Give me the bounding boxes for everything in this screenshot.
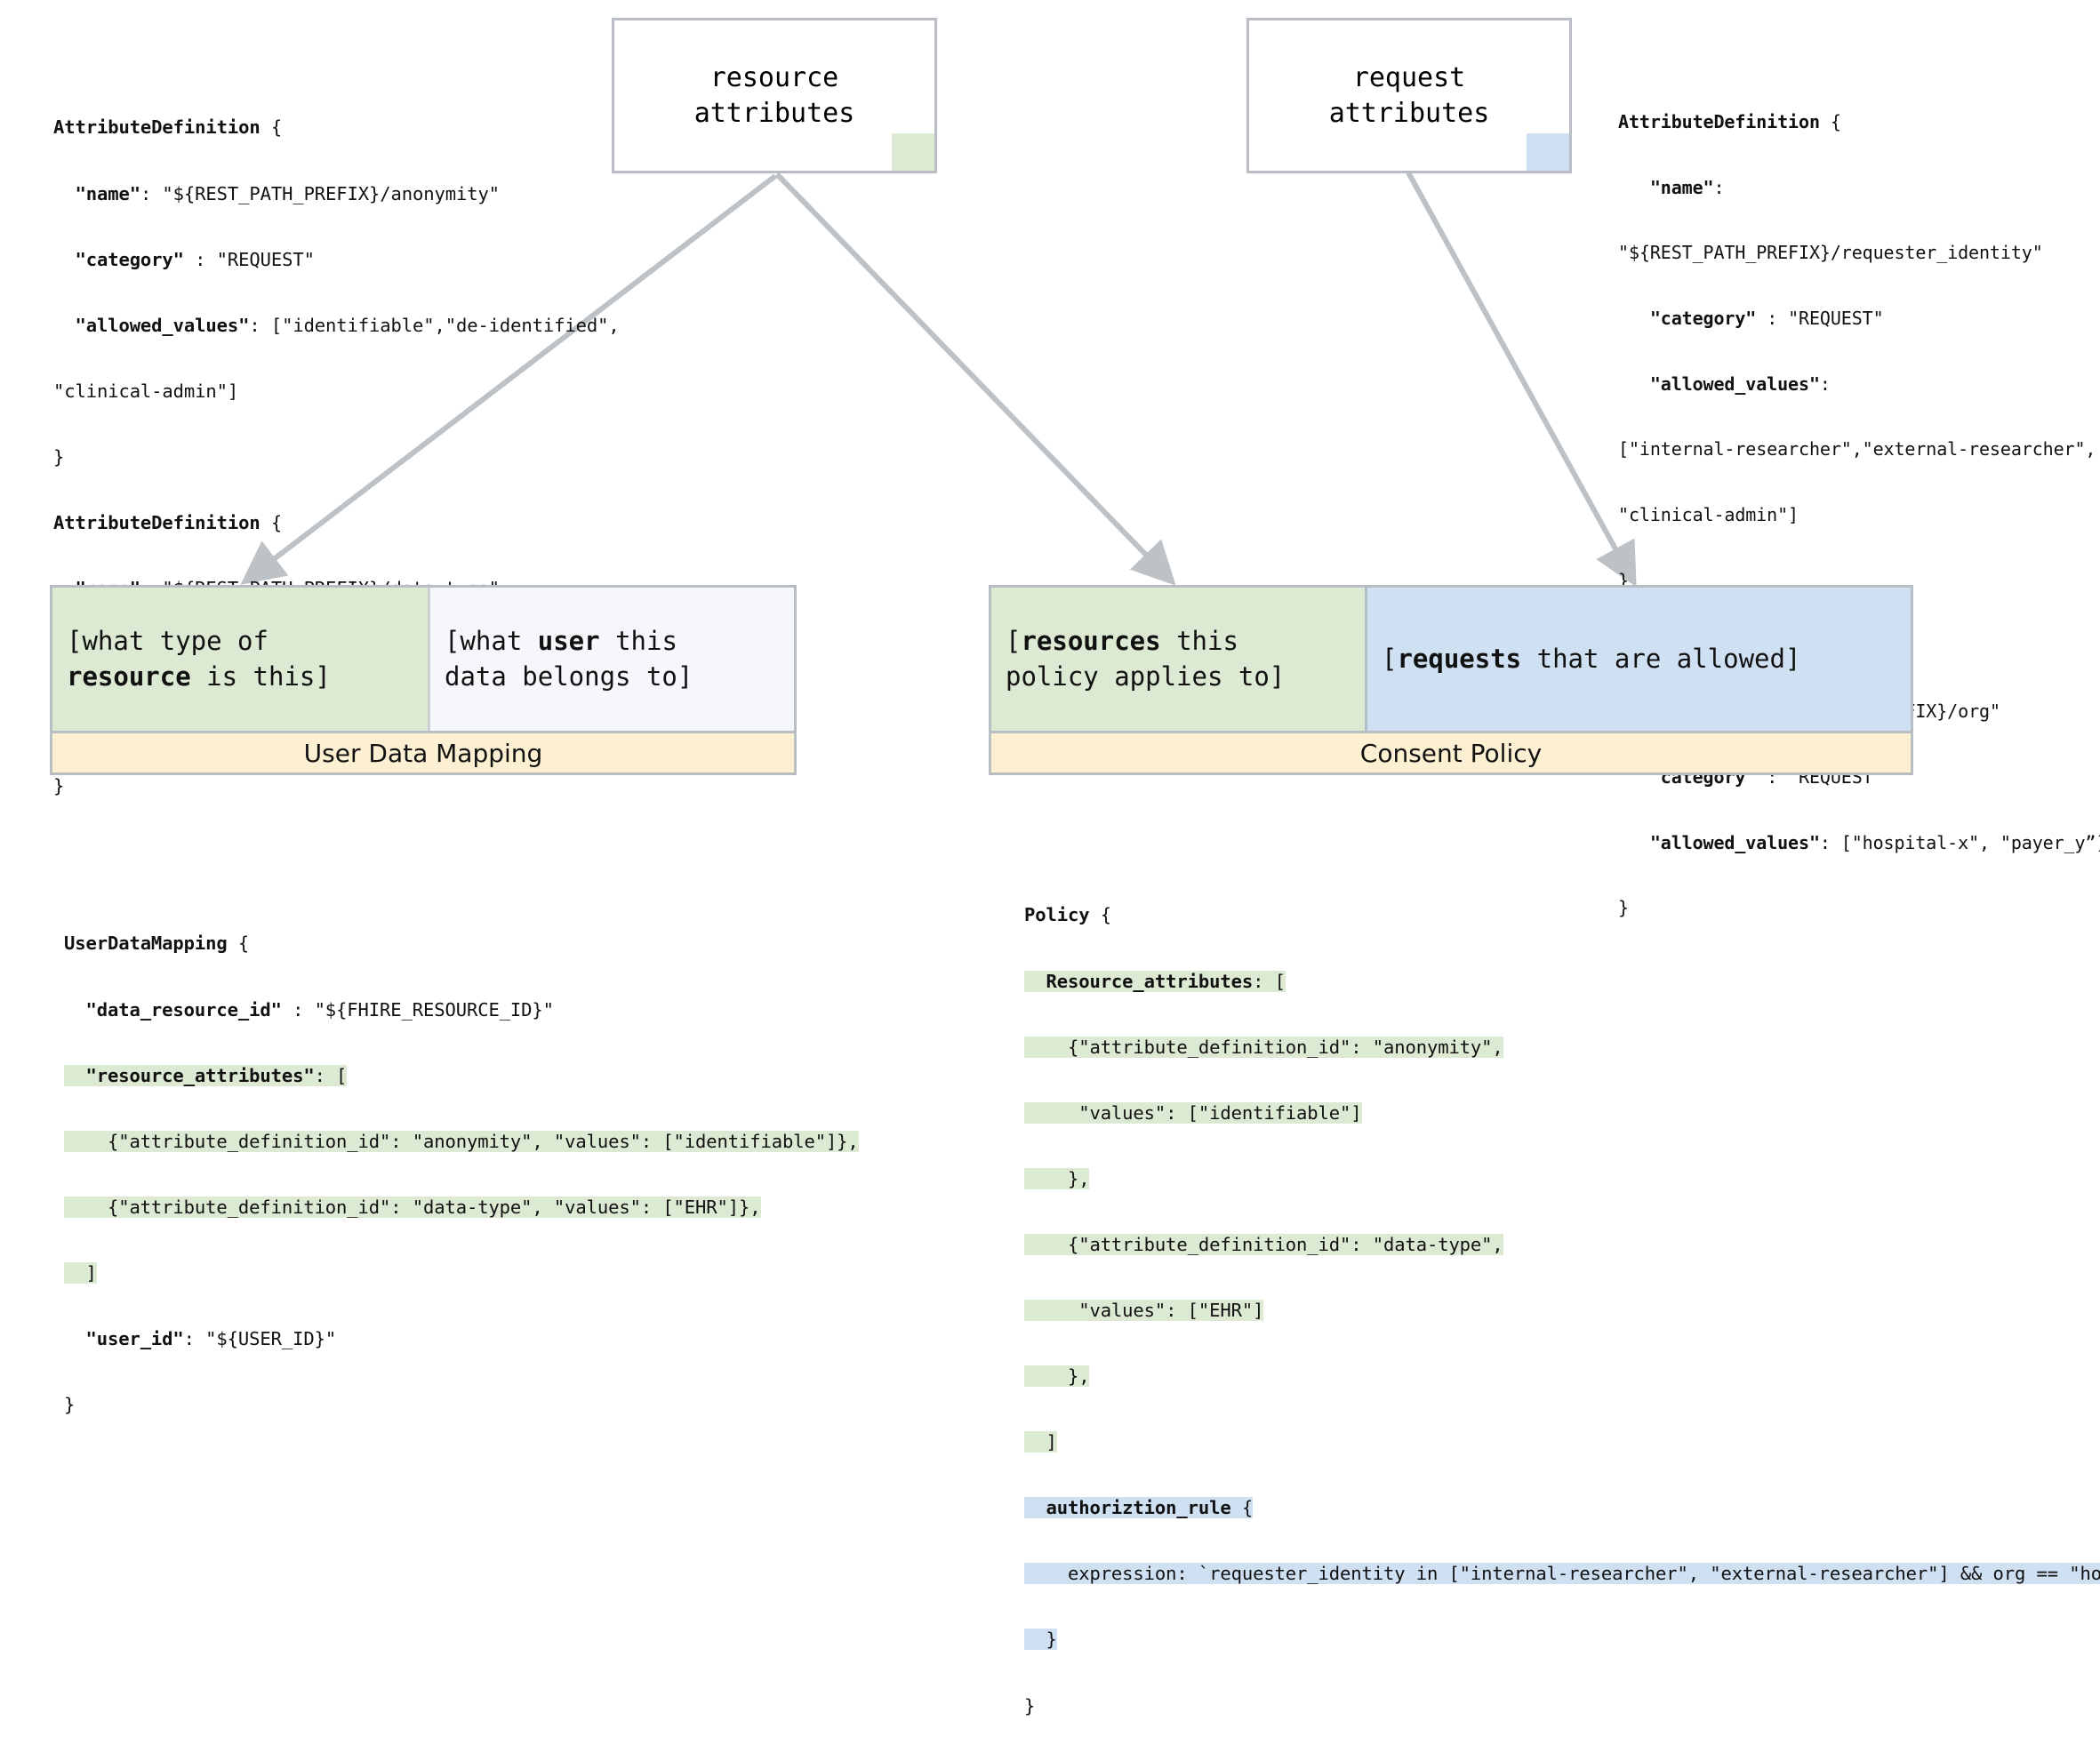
user-data-mapping-concept-box[interactable]: [what type of resource is this] [what us…	[50, 585, 797, 775]
consent-policy-resources-text: [resources this policy applies to]	[1006, 626, 1286, 692]
user-data-mapping-resource-text: [what type of resource is this]	[67, 626, 331, 692]
consent-policy-footer-label: Consent Policy	[991, 731, 1911, 772]
request-attributes-label: request attributes	[1328, 61, 1490, 129]
user-data-mapping-user-cell: [what user this data belongs to]	[428, 588, 794, 731]
user-data-mapping-resource-cell: [what type of resource is this]	[52, 588, 428, 731]
request-attributes-color-chip	[1527, 133, 1569, 171]
resource-attributes-box[interactable]: resource attributes	[612, 18, 937, 173]
policy-code: Policy { Resource_attributes: [ {"attrib…	[1024, 860, 2100, 1761]
user-data-mapping-user-text: [what user this data belongs to]	[445, 626, 693, 692]
request-attribute-definitions-code: AttributeDefinition { "name": "${REST_PA…	[1618, 111, 2100, 919]
resource-attribute-definitions-code: AttributeDefinition { "name": "${REST_PA…	[53, 116, 620, 797]
user-data-mapping-code: UserDataMapping { "data_resource_id" : "…	[64, 933, 859, 1416]
arrow-request-attributes-to-consent-policy	[1406, 171, 1637, 588]
consent-policy-requests-text: [requests that are allowed]	[1382, 643, 1801, 674]
user-data-mapping-footer-label: User Data Mapping	[52, 731, 794, 772]
resource-attributes-color-chip	[892, 133, 934, 171]
arrow-resource-attributes-to-consent-policy	[774, 172, 1176, 586]
resource-attributes-label: resource attributes	[693, 61, 855, 129]
consent-policy-resources-cell: [resources this policy applies to]	[991, 588, 1365, 731]
consent-policy-body: [resources this policy applies to] [requ…	[991, 588, 1911, 731]
request-attributes-box[interactable]: request attributes	[1246, 18, 1572, 173]
consent-policy-requests-cell: [requests that are allowed]	[1365, 588, 1911, 731]
diagram-canvas: resource attributes request attributes A…	[50, 18, 2100, 1717]
user-data-mapping-body: [what type of resource is this] [what us…	[52, 588, 794, 731]
consent-policy-concept-box[interactable]: [resources this policy applies to] [requ…	[989, 585, 1913, 775]
